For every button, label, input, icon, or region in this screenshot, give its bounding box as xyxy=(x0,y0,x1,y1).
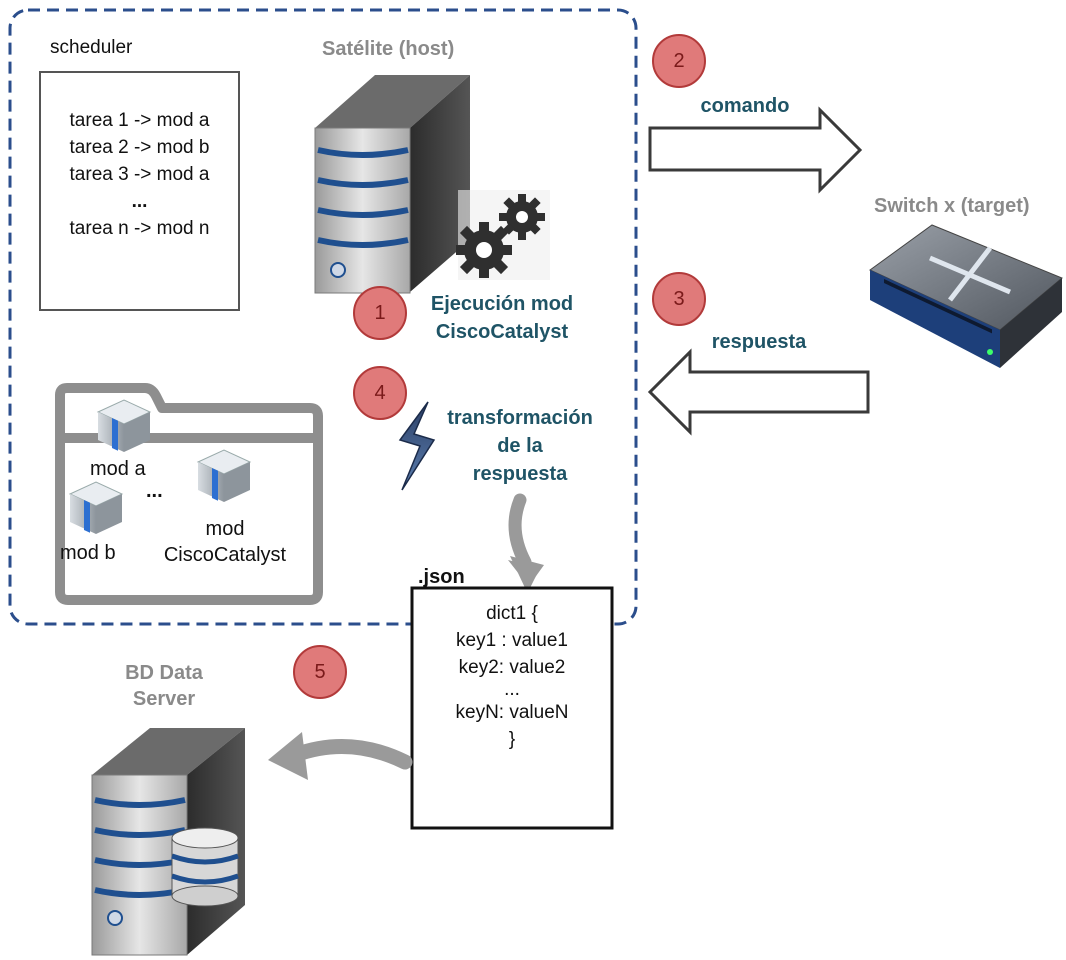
db-server-icon xyxy=(91,728,245,956)
mod-cc-cube-icon xyxy=(196,449,252,502)
mod-cc-label-line: mod xyxy=(205,518,245,540)
mod-b-cube-icon xyxy=(68,481,124,534)
mod-a-cube-icon xyxy=(96,399,152,452)
json-line: ... xyxy=(504,679,520,700)
database-icon xyxy=(171,827,239,907)
target-title: Switch x (target) xyxy=(874,195,1030,217)
to-db-arrow xyxy=(268,732,413,780)
json-line: key2: value2 xyxy=(458,657,566,678)
json-line: dict1 { xyxy=(486,603,538,624)
step-1-label-line: CiscoCatalyst xyxy=(435,321,569,343)
modules-ellipsis: ... xyxy=(146,480,163,502)
switch-icon xyxy=(869,224,1063,368)
step-1-label: Ejecución mod CiscoCatalyst xyxy=(404,290,600,346)
step-3-label: respuesta xyxy=(711,331,807,353)
json-line: key1 : value1 xyxy=(456,630,568,651)
to-json-arrow xyxy=(508,493,544,590)
step-4-label: transformación de la respuesta xyxy=(420,404,620,488)
step-2-badge: 2 xyxy=(652,34,706,88)
step-5-badge: 5 xyxy=(293,645,347,699)
transform-bolt-icon xyxy=(398,401,436,491)
scheduler-list: tarea 1 -> mod a tarea 2 -> mod b tarea … xyxy=(40,107,239,242)
json-content: dict1 { key1 : value1 key2: value2 ... k… xyxy=(412,600,612,753)
scheduler-ellipsis: ... xyxy=(131,191,148,212)
json-title: .json xyxy=(418,566,465,588)
mod-cc-label-line: CiscoCatalyst xyxy=(163,544,287,566)
respuesta-arrow xyxy=(647,348,870,436)
db-title-line: BD Data xyxy=(125,662,203,684)
step-4-label-line: respuesta xyxy=(472,463,568,485)
mod-a-label: mod a xyxy=(90,458,146,480)
step-2-label: comando xyxy=(700,95,790,117)
json-line: keyN: valueN xyxy=(455,702,569,723)
scheduler-line: tarea n -> mod n xyxy=(69,218,210,239)
comando-arrow xyxy=(648,106,863,194)
scheduler-line: tarea 3 -> mod a xyxy=(69,164,210,185)
step-1-label-line: Ejecución mod xyxy=(430,293,574,315)
db-title-line: Server xyxy=(132,688,196,710)
gears-icon xyxy=(456,190,550,280)
json-box xyxy=(410,586,614,830)
host-boundary xyxy=(8,8,638,626)
step-4-label-line: de la xyxy=(497,435,543,457)
step-4-label-line: transformación xyxy=(447,407,593,429)
step-3-badge: 3 xyxy=(652,272,706,326)
host-title: Satélite (host) xyxy=(322,38,455,60)
step-1-badge: 1 xyxy=(353,286,407,340)
scheduler-title: scheduler xyxy=(50,37,133,58)
scheduler-box xyxy=(39,71,240,311)
step-4-badge: 4 xyxy=(353,366,407,420)
mod-cc-label: mod CiscoCatalyst xyxy=(148,516,302,568)
json-line: } xyxy=(508,729,516,750)
db-title: BD Data Server xyxy=(104,660,224,712)
host-server-icon xyxy=(314,75,470,294)
scheduler-line: tarea 1 -> mod a xyxy=(69,110,210,131)
scheduler-line: tarea 2 -> mod b xyxy=(69,137,210,158)
mod-b-label: mod b xyxy=(60,542,116,564)
